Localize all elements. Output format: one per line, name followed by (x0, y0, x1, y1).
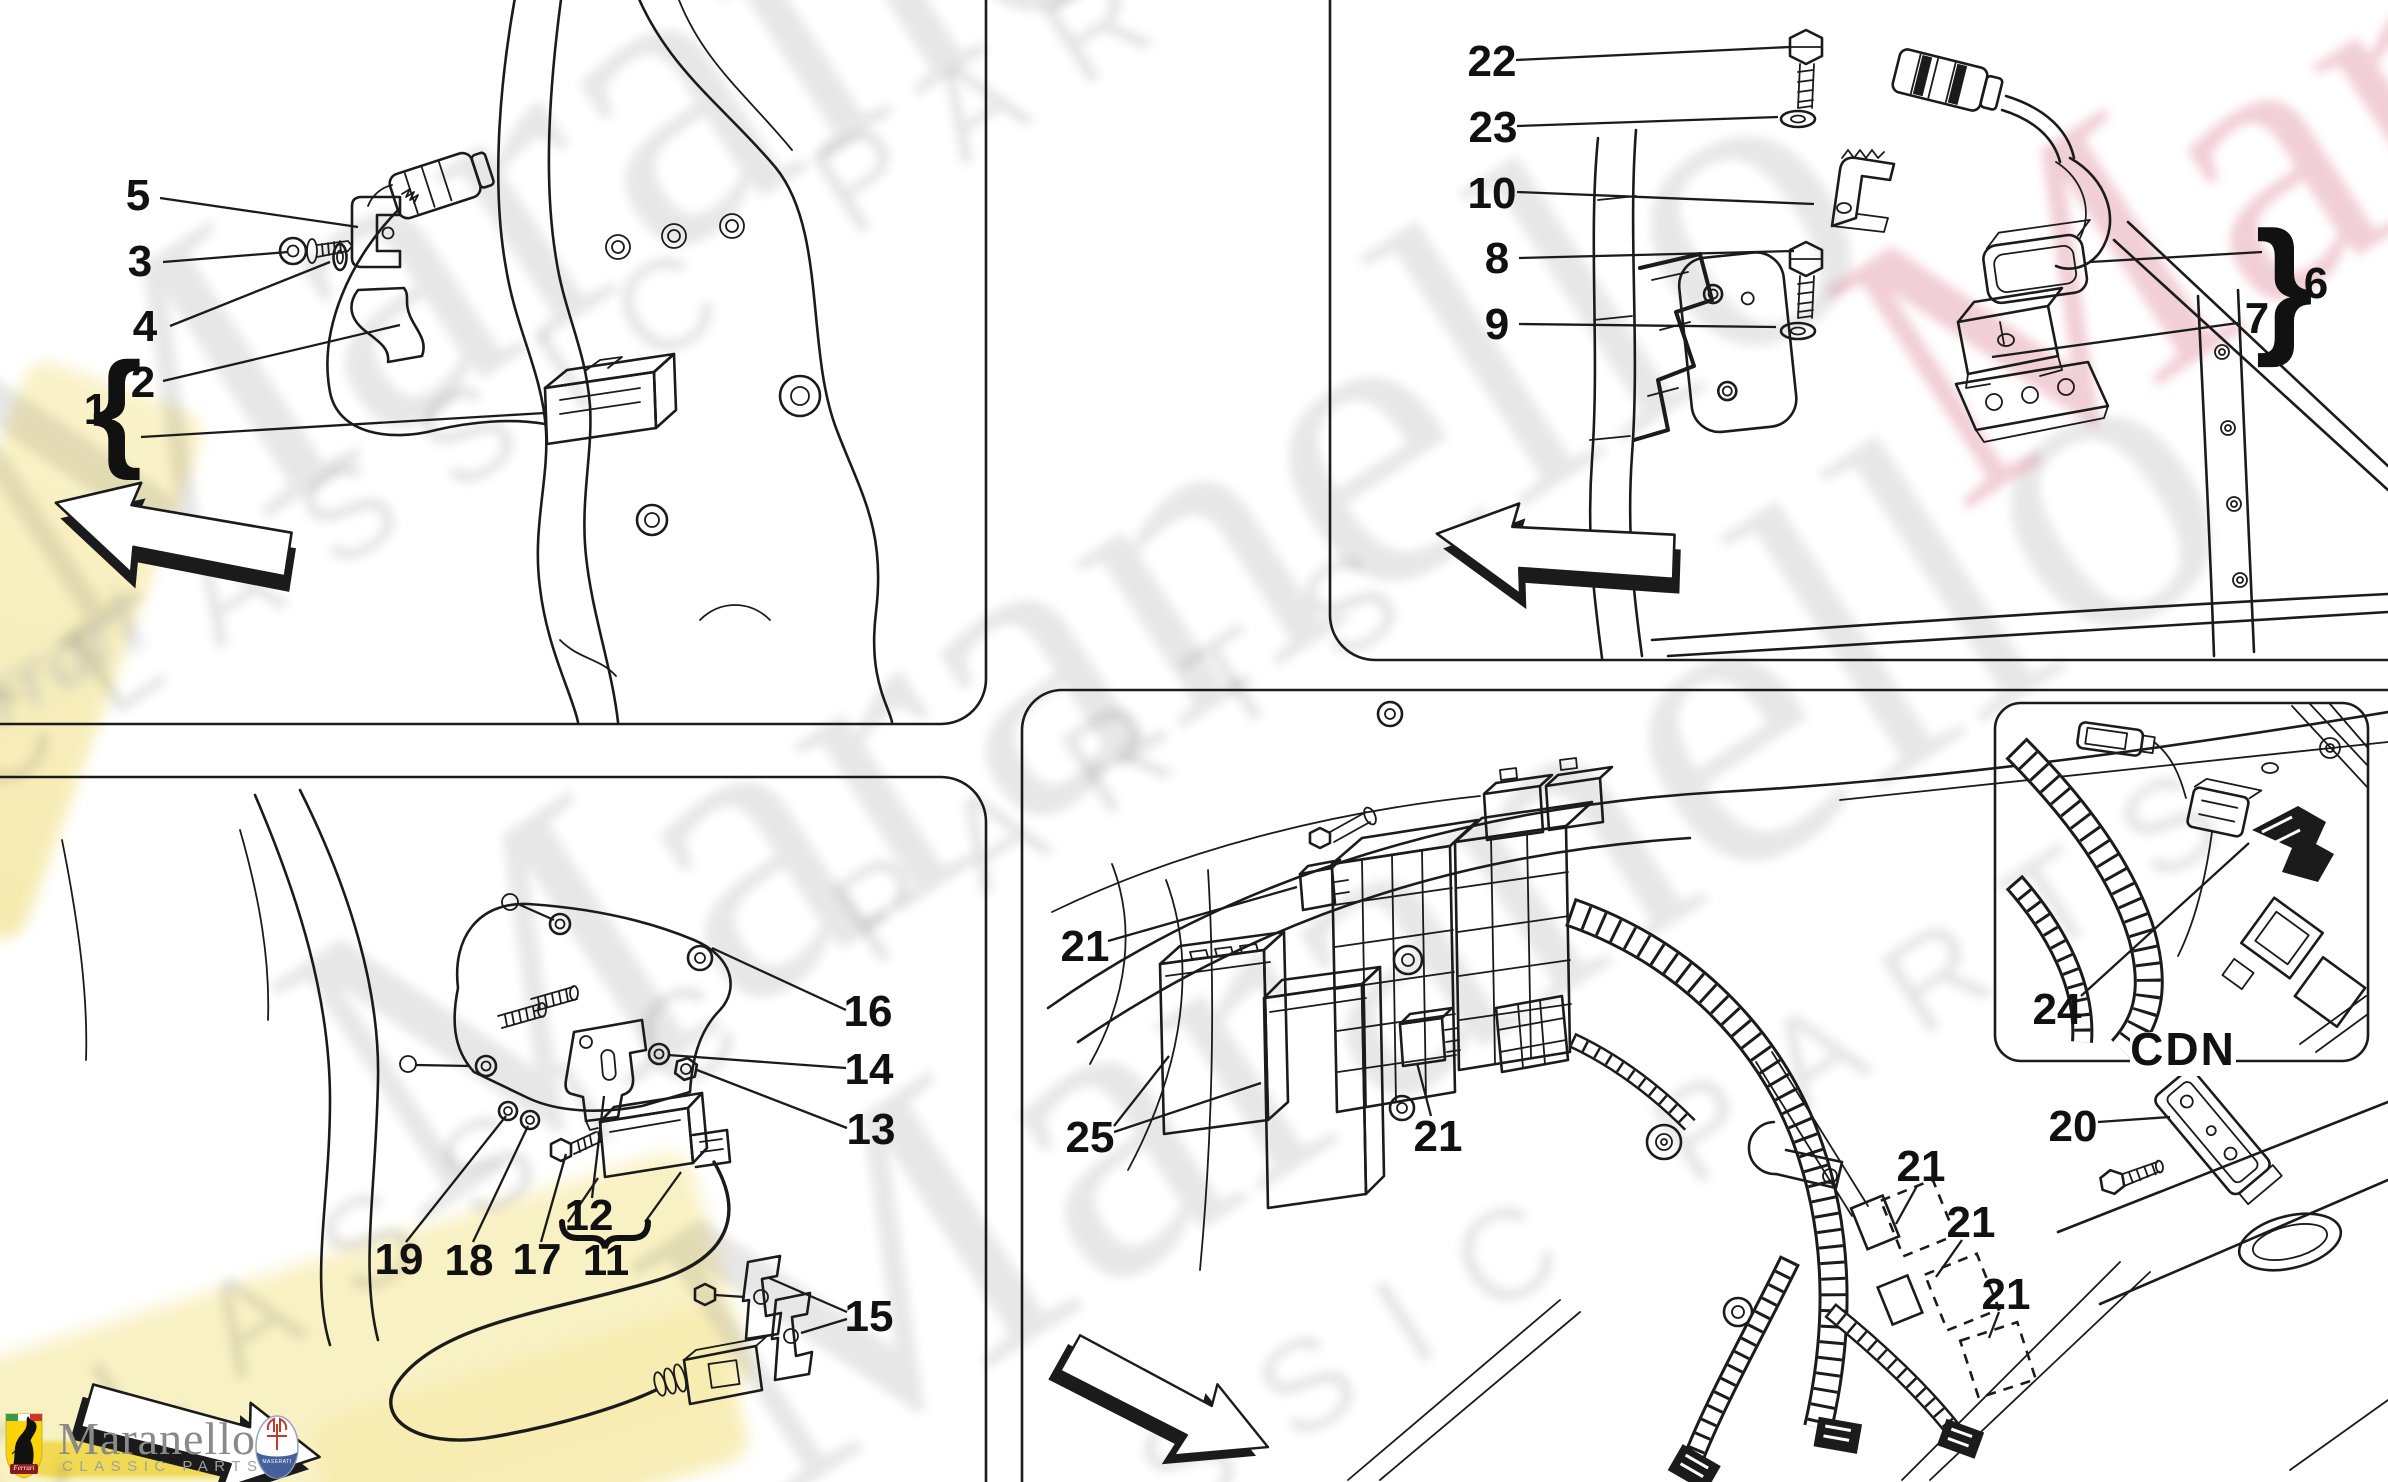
relay-21-left (1298, 858, 1350, 912)
washer-9 (1779, 321, 1817, 341)
callout-1: 1 (83, 385, 109, 434)
leader-lines-top-left (140, 196, 546, 439)
group-brace-11 (559, 1219, 651, 1249)
footer-logo-graphics (5, 1413, 299, 1479)
callout-2: 2 (130, 358, 156, 407)
lower-clamp (350, 286, 425, 364)
callout-21-b: 21 (1413, 1112, 1463, 1161)
callout-25: 25 (1065, 1113, 1115, 1162)
leader-lines-bottom-left (405, 946, 848, 1335)
sensor-connector-box (543, 352, 678, 446)
mounting-plate (1677, 251, 1798, 434)
callout-7: 7 (2244, 294, 2270, 343)
harness-connector-grid (1494, 994, 1570, 1074)
callout-21-c: 21 (1896, 1142, 1946, 1191)
sensor-11 (598, 1091, 732, 1179)
sensor-connector-top-right (1891, 48, 2004, 112)
direction-arrow-icon (54, 481, 296, 592)
direction-arrow-icon (1048, 1334, 1270, 1465)
screw-17 (549, 1131, 601, 1163)
inset-detail-box (1993, 701, 2370, 1076)
ecu-box-2 (1262, 965, 1386, 1210)
inset-label-cdn: CDN (2130, 1023, 2236, 1075)
logo-tagline: CLASSIC PARTS (62, 1458, 264, 1475)
group-brace-6: } (2254, 200, 2314, 368)
callout-18: 18 (444, 1236, 494, 1285)
clamp-10 (1830, 149, 1896, 233)
perforated-plate (1954, 360, 2110, 443)
callout-14: 14 (844, 1045, 894, 1094)
bracket-7 (1956, 286, 2064, 389)
callout-22: 22 (1467, 37, 1517, 86)
mounting-plate-16 (399, 893, 732, 1112)
washer-18 (519, 1109, 541, 1131)
nut-13 (673, 1056, 699, 1082)
callout-4: 4 (132, 302, 158, 351)
callout-3: 3 (127, 237, 153, 286)
fuse-box-2 (1453, 800, 1594, 1072)
callout-21-a: 21 (1060, 922, 1110, 971)
panel-top-right-art (1435, 28, 2388, 660)
group-brace-1: { (91, 335, 143, 481)
washer-14 (647, 1042, 671, 1066)
relay-21-right (1398, 1006, 1461, 1068)
callout-9: 9 (1484, 300, 1510, 349)
callout-19: 19 (374, 1235, 424, 1284)
harness-clip-24 (2252, 806, 2334, 882)
bracket-20 (2154, 1069, 2283, 1206)
speed-sensor-connector (388, 151, 495, 220)
relay-modules (1482, 757, 1614, 842)
callout-23: 23 (1468, 103, 1518, 152)
callout-24: 24 (2032, 985, 2082, 1034)
callout-11: 11 (582, 1236, 630, 1285)
callout-16: 16 (843, 987, 893, 1036)
harness-clamp (1747, 1051, 1869, 1217)
ferrari-shield-label: Ferrari (13, 1464, 35, 1472)
leader-lines-bottom-right (1107, 842, 2250, 1339)
callout-10: 10 (1467, 169, 1517, 218)
threaded-studs (497, 985, 579, 1029)
bracket-12 (564, 1018, 648, 1131)
callout-13: 13 (846, 1105, 896, 1154)
ecu-box-1 (1158, 930, 1290, 1136)
callout-21-d: 21 (1946, 1198, 1996, 1247)
dashed-relays-21 (1849, 1178, 2038, 1400)
sensor-6 (1982, 218, 2091, 305)
callout-15: 15 (844, 1292, 894, 1341)
callout-8: 8 (1484, 234, 1510, 283)
maserati-oval-label: MASERATI (262, 1459, 292, 1465)
callout-5: 5 (125, 171, 151, 220)
bolt-22 (1788, 28, 1824, 109)
screw-and-washer (278, 236, 353, 272)
panel-bottom-left-art (61, 788, 848, 1482)
fuse-box (1330, 818, 1480, 1114)
callout-12: 12 (564, 1191, 614, 1240)
bolt-8 (1788, 240, 1824, 319)
bolt-20 (2099, 1159, 2164, 1196)
callout-6: 6 (2303, 259, 2329, 308)
ferrari-shield-icon (5, 1413, 43, 1479)
washer-19 (497, 1100, 519, 1122)
panel-top-left-art (54, 0, 894, 724)
callout-21-e: 21 (1981, 1270, 2031, 1319)
cable-connector (653, 1336, 767, 1406)
logo-brand-name: Maranello (58, 1413, 257, 1464)
callout-20: 20 (2048, 1102, 2098, 1151)
wiring-harness (1565, 897, 1985, 1482)
leader-lines-top-right (1515, 45, 2263, 359)
stud-and-nut (1308, 806, 1377, 850)
callout-17: 17 (512, 1235, 562, 1284)
maserati-trident-icon (255, 1415, 299, 1479)
direction-arrow-icon (1435, 502, 1681, 610)
retaining-clips-15 (693, 1254, 814, 1382)
washer-23 (1779, 109, 1817, 129)
sensor-bracket (350, 188, 419, 269)
panel-bottom-right-art (1046, 700, 2388, 1482)
